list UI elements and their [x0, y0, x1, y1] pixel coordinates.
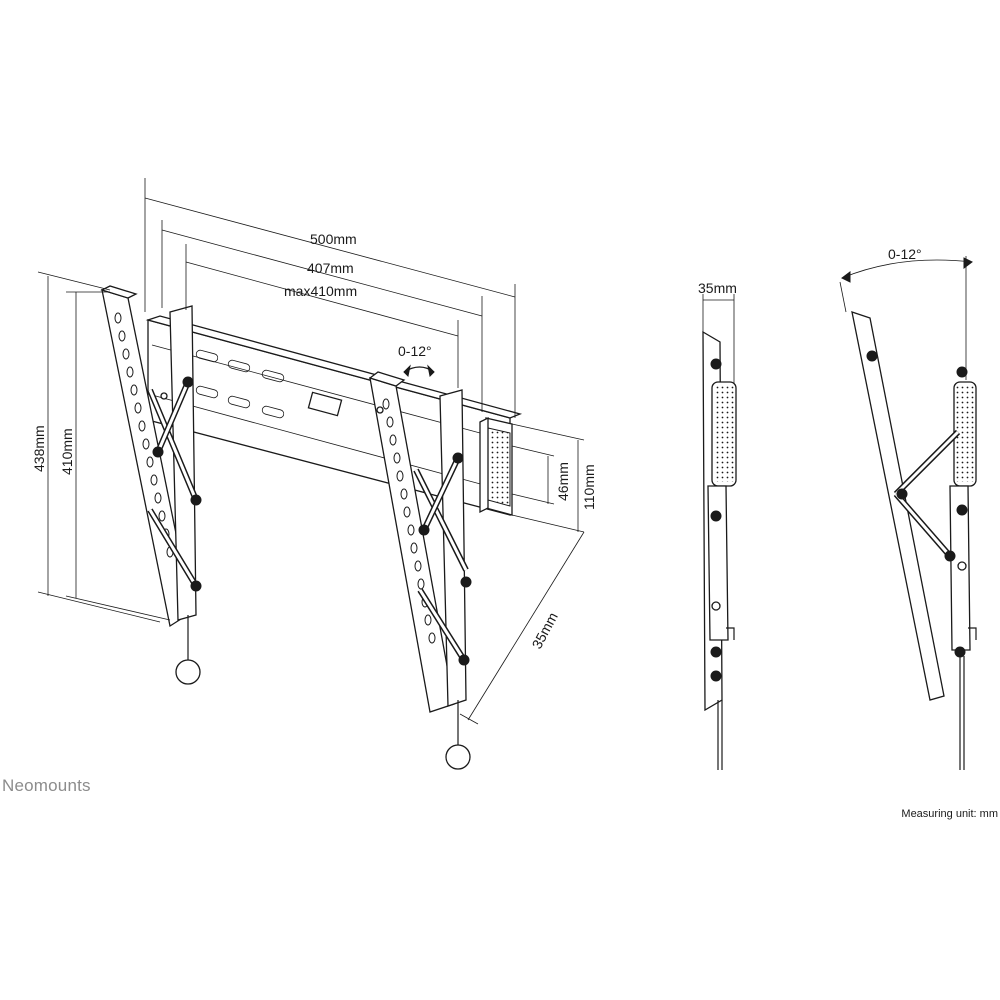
side-view-closed: 35mm — [698, 280, 737, 770]
dimension-lines-front — [144, 178, 516, 418]
dim-max-width: max410mm — [284, 283, 357, 299]
dim-height-inner: 410mm — [59, 428, 75, 475]
perspective-view: 500mm 407mm max410mm 0-12° 438mm 410mm 4… — [31, 178, 597, 770]
brand-logo: Neomounts — [2, 776, 91, 795]
dimension-lines-left — [37, 271, 171, 623]
dim-wall-distance: 35mm — [529, 610, 561, 652]
dim-rail-depth-height: 110mm — [581, 464, 597, 510]
left-tv-arm — [100, 285, 202, 685]
side-view-tilted: 0-12° — [839, 246, 977, 770]
dim-rail-height: 46mm — [555, 462, 571, 501]
wall-rail — [145, 315, 523, 516]
right-tv-arm — [368, 371, 472, 770]
dimension-lines-rail — [459, 423, 585, 725]
dim-tilt-side: 0-12° — [888, 246, 922, 262]
measuring-unit-note: Measuring unit: mm — [901, 808, 998, 820]
dim-height-total: 438mm — [31, 425, 47, 472]
dim-side-depth: 35mm — [698, 280, 737, 296]
dim-vesa-width: 407mm — [307, 260, 354, 276]
dim-width-total: 500mm — [310, 231, 357, 247]
dim-tilt-front: 0-12° — [398, 343, 432, 359]
